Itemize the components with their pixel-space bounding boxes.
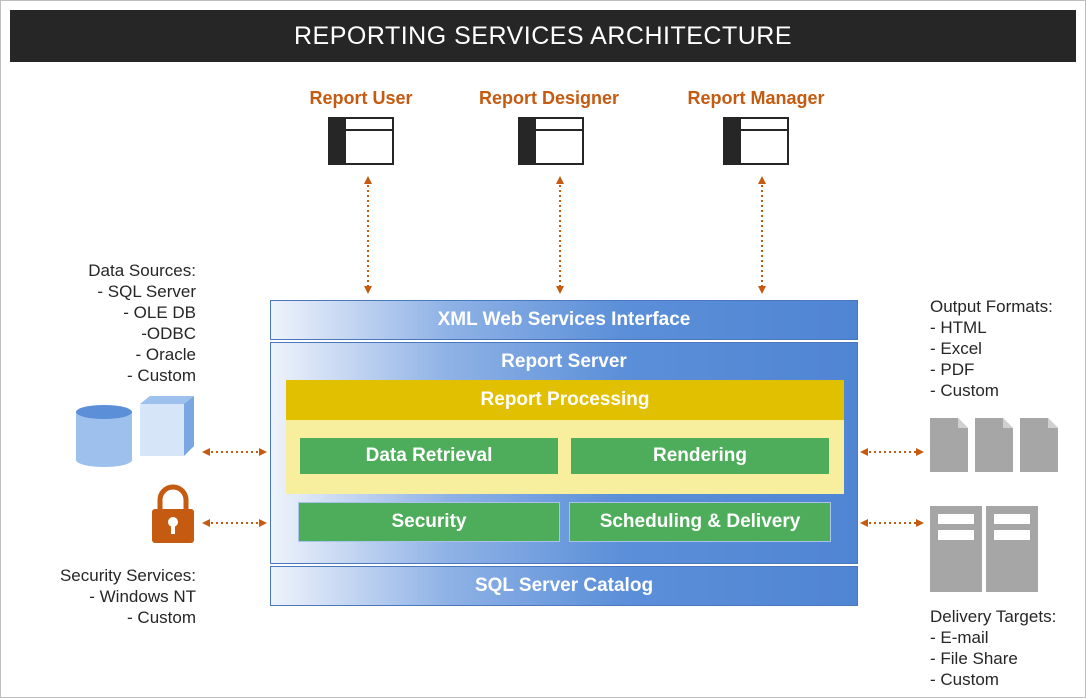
server-icon-2	[986, 506, 1038, 592]
page-title: REPORTING SERVICES ARCHITECTURE	[10, 10, 1076, 62]
report-user-window-icon	[328, 117, 394, 165]
report-designer-label: Report Designer	[478, 88, 620, 108]
rendering-box: Rendering	[569, 436, 831, 476]
xml-web-services-interface: XML Web Services Interface	[270, 300, 858, 340]
data-sources-text: Data Sources: - SQL Server - OLE DB -ODB…	[88, 261, 196, 385]
security-box: Security	[298, 502, 560, 542]
document-icon-3	[1020, 418, 1058, 472]
report-processing-label: Report Processing	[286, 380, 844, 420]
document-icon-1	[930, 418, 968, 472]
report-designer-window-icon	[518, 117, 584, 165]
cube-icon	[140, 396, 194, 456]
database-icon	[76, 405, 132, 467]
report-manager-label: Report Manager	[687, 88, 825, 108]
delivery-targets-text: Delivery Targets: - E-mail - File Share …	[930, 607, 1057, 689]
report-user-label: Report User	[309, 88, 413, 108]
document-icon-2	[975, 418, 1013, 472]
server-icon-1	[930, 506, 982, 592]
data-retrieval-box: Data Retrieval	[298, 436, 560, 476]
security-services-text: Security Services: - Windows NT - Custom	[59, 566, 196, 627]
report-server-label: Report Server	[501, 351, 627, 372]
report-manager-window-icon	[723, 117, 789, 165]
output-formats-text: Output Formats: - HTML - Excel - PDF - C…	[930, 297, 1053, 400]
scheduling-delivery-box: Scheduling & Delivery	[569, 502, 831, 542]
sql-server-catalog: SQL Server Catalog	[270, 566, 858, 606]
lock-icon	[152, 484, 194, 543]
